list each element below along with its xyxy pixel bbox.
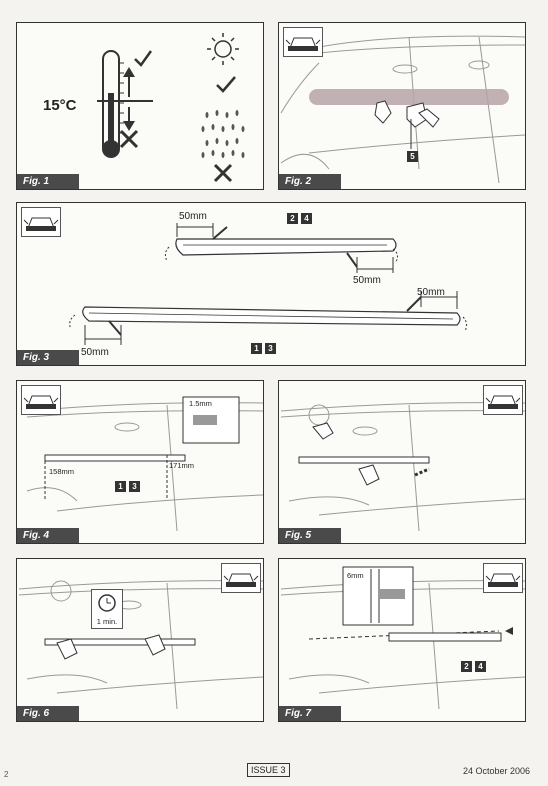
timer-label: 1 min. (96, 617, 118, 626)
measure-top-right: 50mm (353, 275, 381, 286)
part-tag-b: 4 (475, 661, 486, 672)
fig5-label: Fig. 5 (279, 528, 341, 543)
part-tag-a: 2 (461, 661, 472, 672)
figure-5: Fig. 5 (278, 380, 526, 544)
measure-height-left: 158mm (49, 467, 75, 476)
figure-7: 6mm 2 4 Fig. 7 (278, 558, 526, 722)
document-date: 24 October 2006 (463, 766, 531, 776)
measure-top-left: 50mm (179, 211, 207, 222)
clock-icon (98, 594, 116, 612)
fig4-label: Fig. 4 (17, 528, 79, 543)
measure-bottom-left: 50mm (81, 347, 109, 358)
fig2-label: Fig. 2 (279, 174, 341, 189)
timer-box: 1 min. (91, 589, 123, 629)
measure-gap: 6mm (347, 571, 364, 580)
figure-2: 5 Fig. 2 (278, 22, 526, 190)
fig1-drawing (97, 33, 245, 183)
fig6-label: Fig. 6 (17, 706, 79, 721)
car-front-icon (483, 563, 523, 593)
fig3-label: Fig. 3 (17, 350, 79, 365)
fig1-label: Fig. 1 (17, 174, 79, 189)
issue-label: ISSUE 3 (247, 763, 290, 777)
car-front-icon (221, 563, 261, 593)
part-tag-top-b: 4 (301, 213, 312, 224)
part-tag-b: 3 (129, 481, 140, 492)
page-number: 2 (4, 770, 9, 779)
part-tag-bottom-b: 3 (265, 343, 276, 354)
fig7-drawing (280, 566, 525, 710)
figure-1: 15°C Fig. 1 (16, 22, 264, 190)
car-front-icon (283, 27, 323, 57)
car-front-icon (21, 385, 61, 415)
measure-height-right: 171mm (169, 461, 195, 470)
fig7-label: Fig. 7 (279, 706, 341, 721)
figure-4: 1.5mm 158mm 171mm 1 3 Fig. 4 (16, 380, 264, 544)
car-front-icon (21, 207, 61, 237)
measure-bottom-right: 50mm (417, 287, 445, 298)
fig2-drawing (280, 35, 525, 184)
car-front-icon (483, 385, 523, 415)
part-tag-a: 1 (115, 481, 126, 492)
part-tag-top-a: 2 (287, 213, 298, 224)
part-tag-5: 5 (407, 151, 418, 162)
figure-3: 50mm 50mm 50mm 50mm 2 4 1 3 Fig. 3 (16, 202, 526, 366)
temperature-label: 15°C (43, 97, 77, 114)
figure-6: 1 min. Fig. 6 (16, 558, 264, 722)
part-tag-bottom-a: 1 (251, 343, 262, 354)
fig3-drawing (69, 223, 468, 345)
measure-gap: 1.5mm (189, 399, 212, 408)
